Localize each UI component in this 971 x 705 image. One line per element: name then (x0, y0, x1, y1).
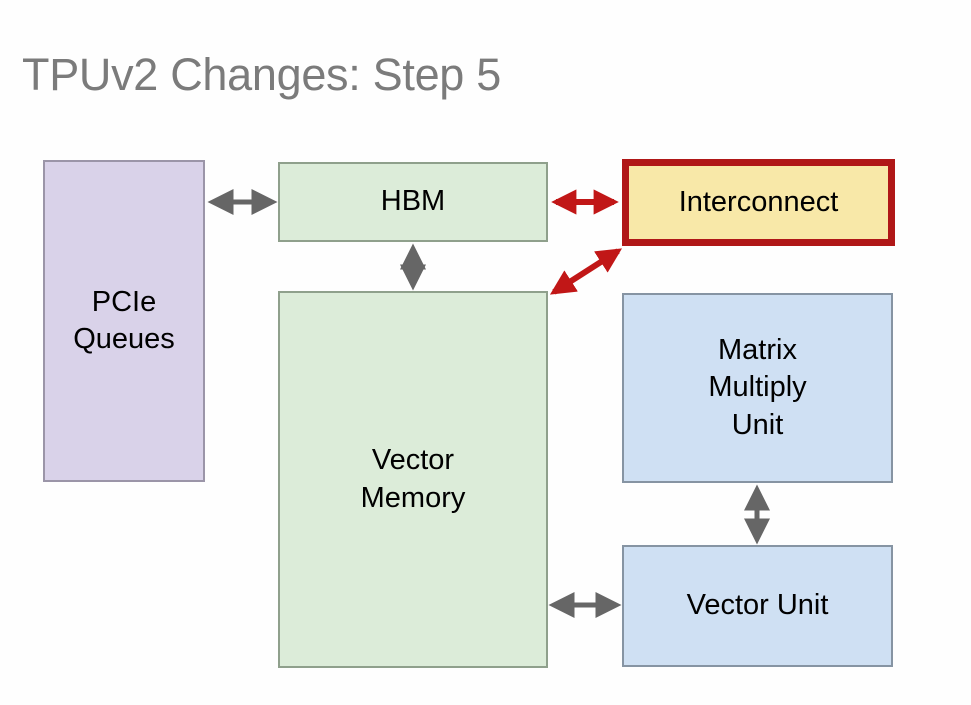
block-label-vector-unit: Vector Unit (686, 589, 829, 622)
connector-vector-memory-interconnect (549, 248, 623, 295)
block-matrix-multiply-unit[interactable]: Matrix Multiply Unit (622, 293, 893, 483)
block-label-vector-memory: Vector Memory (360, 444, 466, 514)
block-interconnect[interactable]: Interconnect (622, 159, 895, 246)
block-label-matrix-multiply-unit: Matrix Multiply Unit (708, 334, 807, 441)
block-vector-memory[interactable]: Vector Memory (278, 291, 548, 668)
block-vector-unit[interactable]: Vector Unit (622, 545, 893, 667)
block-label-interconnect: Interconnect (678, 185, 839, 218)
page-title: TPUv2 Changes: Step 5 (22, 49, 501, 100)
block-hbm[interactable]: HBM (278, 162, 548, 242)
block-label-hbm: HBM (380, 185, 446, 218)
block-label-pcie-queues: PCIe Queues (73, 285, 175, 355)
block-pcie-queues[interactable]: PCIe Queues (43, 160, 205, 482)
